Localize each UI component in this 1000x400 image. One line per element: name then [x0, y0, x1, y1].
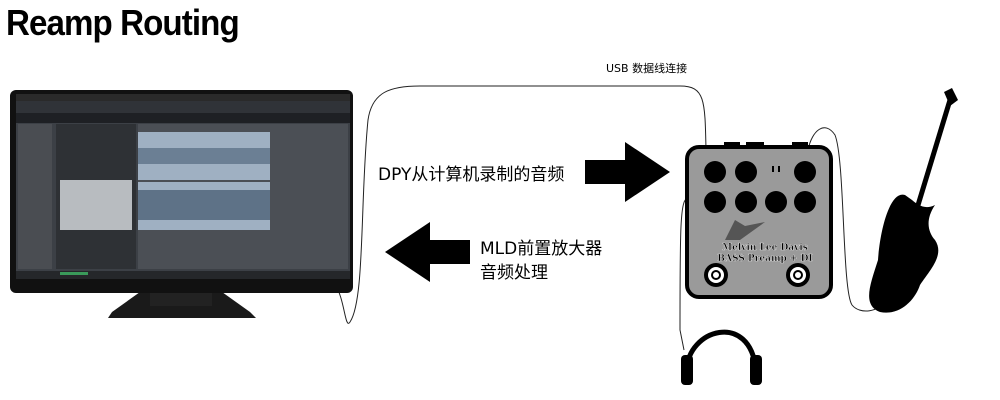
from-pedal-label-1: MLD前置放大器	[480, 239, 603, 259]
footswitch-left	[704, 263, 728, 287]
usb-cable	[334, 85, 707, 324]
bass-preamp-pedal: Melvin Lee Davis BASS Preamp + DI	[685, 142, 833, 299]
arrow-left-icon	[385, 222, 470, 282]
from-pedal-label-2: 音频处理	[480, 263, 548, 283]
pedal-brand-line1: Melvin Lee Davis	[722, 243, 808, 253]
footswitch-right	[786, 263, 810, 287]
waveform-track-1	[138, 148, 270, 164]
guitar-cable	[807, 127, 886, 312]
usb-cable-label: USB 数据线连接	[606, 62, 688, 75]
pedal-brand-line2: BASS Preamp + DI	[717, 254, 812, 264]
arrow-right-icon	[585, 142, 670, 202]
computer-monitor	[10, 90, 353, 318]
headphones-icon	[681, 329, 762, 385]
waveform-track-2	[138, 190, 270, 220]
to-pedal-label: DPY从计算机录制的音频	[378, 165, 565, 185]
bass-guitar-icon	[869, 88, 958, 313]
page-title: Reamp Routing	[6, 2, 240, 43]
